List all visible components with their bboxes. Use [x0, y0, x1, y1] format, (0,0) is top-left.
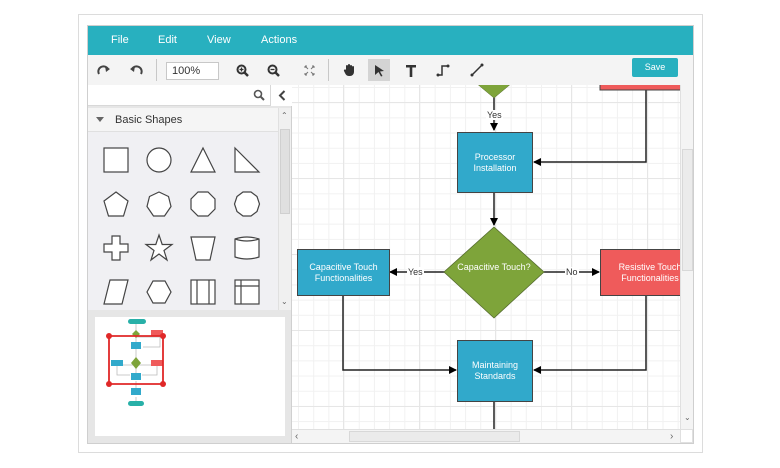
toolbar-separator	[328, 59, 329, 81]
scrollbar-corner	[680, 429, 693, 443]
node-text: Maintaining Standards	[471, 360, 519, 381]
symbol-palette-panel: Basic Shapes ⌃ ⌄	[88, 85, 292, 443]
hand-pan-icon	[343, 64, 354, 77]
caret-down-icon	[96, 117, 104, 122]
capacitive-touch-decision-node[interactable]	[443, 226, 545, 319]
vertical-scrollbar-thumb[interactable]	[682, 149, 693, 271]
shape-parallelogram[interactable]	[101, 277, 131, 307]
scroll-left-icon[interactable]: ‹	[295, 431, 299, 442]
scroll-down-icon[interactable]: ⌄	[684, 413, 691, 422]
palette-scrollbar[interactable]: ⌃ ⌄	[278, 108, 291, 310]
palette-search-row	[88, 85, 292, 106]
straight-connector-icon	[470, 63, 484, 77]
undo-button[interactable]	[125, 59, 147, 81]
node-text: Capacitive Touch Functionalities	[309, 261, 378, 283]
collapse-palette-button[interactable]	[270, 85, 292, 106]
shape-predefined-process[interactable]	[188, 277, 218, 307]
straight-connector-button[interactable]	[466, 59, 488, 81]
fit-to-page-icon	[304, 65, 314, 75]
menu-actions[interactable]: Actions	[261, 34, 298, 46]
undo-icon	[130, 65, 143, 75]
menu-file[interactable]: File	[111, 34, 129, 46]
zoom-out-icon	[267, 64, 280, 77]
diagram-canvas[interactable]: Yes Yes No Processor Installation Capaci…	[292, 85, 680, 429]
zoom-in-button[interactable]	[231, 59, 253, 81]
shape-star[interactable]	[144, 233, 174, 263]
diagram-overview[interactable]	[95, 317, 285, 436]
basic-shapes-group: Basic Shapes	[88, 108, 278, 310]
toolbar: Save	[88, 55, 693, 85]
decision-node-text: Capacitive Touch?	[457, 262, 531, 272]
basic-shapes-header[interactable]: Basic Shapes	[88, 108, 278, 132]
processor-installation-node[interactable]: Processor Installation	[457, 132, 533, 193]
fit-to-page-button[interactable]	[298, 59, 320, 81]
shape-rectangle[interactable]	[101, 145, 131, 175]
capacitive-touch-node[interactable]: Capacitive Touch Functionalities	[297, 249, 390, 296]
resistive-touch-node[interactable]: Resistive Touch Functionalities	[600, 249, 680, 296]
node-text: Processor Installation	[473, 151, 517, 173]
canvas-vertical-scrollbar[interactable]: ⌄	[680, 85, 693, 429]
chevron-left-icon	[278, 90, 285, 101]
connector-label-yes-left: Yes	[407, 267, 424, 277]
palette-group-title: Basic Shapes	[115, 114, 183, 126]
menu-edit[interactable]: Edit	[158, 34, 177, 46]
shape-octagon[interactable]	[188, 189, 218, 219]
zoom-level-input[interactable]	[166, 62, 219, 80]
shape-internal-storage[interactable]	[232, 277, 262, 307]
redo-icon	[97, 65, 110, 75]
scroll-down-icon[interactable]: ⌄	[281, 297, 288, 306]
orthogonal-connector-button[interactable]	[432, 59, 454, 81]
decision-node-top[interactable]	[476, 85, 512, 99]
orthogonal-connector-icon	[436, 64, 450, 76]
scroll-right-icon[interactable]: ›	[670, 431, 674, 442]
shape-right-triangle[interactable]	[232, 145, 262, 175]
pan-tool-button[interactable]	[338, 59, 360, 81]
connector-label-no-right: No	[565, 267, 579, 277]
alert-node-top[interactable]	[599, 85, 680, 91]
shape-plus[interactable]	[101, 233, 131, 263]
zoom-out-button[interactable]	[262, 59, 284, 81]
canvas-horizontal-scrollbar[interactable]: ‹ ›	[292, 429, 680, 443]
connectors-layer	[342, 85, 680, 429]
overview-thumbnail	[106, 319, 166, 406]
diagram-builder-app: File Edit View Actions	[87, 25, 694, 444]
save-button[interactable]: Save	[632, 58, 678, 77]
menu-bar: File Edit View Actions	[88, 26, 693, 55]
redo-button[interactable]	[93, 59, 115, 81]
text-tool-button[interactable]	[400, 59, 422, 81]
text-tool-icon	[406, 64, 416, 77]
pointer-select-icon	[374, 64, 384, 76]
zoom-in-icon	[236, 64, 249, 77]
toolbar-separator	[156, 59, 157, 81]
shape-heptagon[interactable]	[144, 189, 174, 219]
node-text: Resistive Touch Functionalities	[618, 261, 680, 283]
connector-label-yes-top: Yes	[486, 110, 503, 120]
shape-triangle[interactable]	[188, 145, 218, 175]
shape-cylinder[interactable]	[232, 233, 262, 263]
palette-search-input[interactable]	[88, 85, 269, 105]
horizontal-scrollbar-thumb[interactable]	[349, 431, 520, 442]
search-icon[interactable]	[253, 89, 265, 101]
shape-pentagon[interactable]	[101, 189, 131, 219]
shape-trapezoid[interactable]	[188, 233, 218, 263]
select-tool-button[interactable]	[368, 59, 390, 81]
scroll-up-icon[interactable]: ⌃	[281, 111, 288, 120]
shape-ellipse[interactable]	[144, 145, 174, 175]
shape-decagon[interactable]	[232, 189, 262, 219]
palette-scrollbar-thumb[interactable]	[280, 129, 290, 214]
menu-view[interactable]: View	[207, 34, 231, 46]
maintaining-standards-node[interactable]: Maintaining Standards	[457, 340, 533, 402]
shape-hexagon[interactable]	[144, 277, 174, 307]
